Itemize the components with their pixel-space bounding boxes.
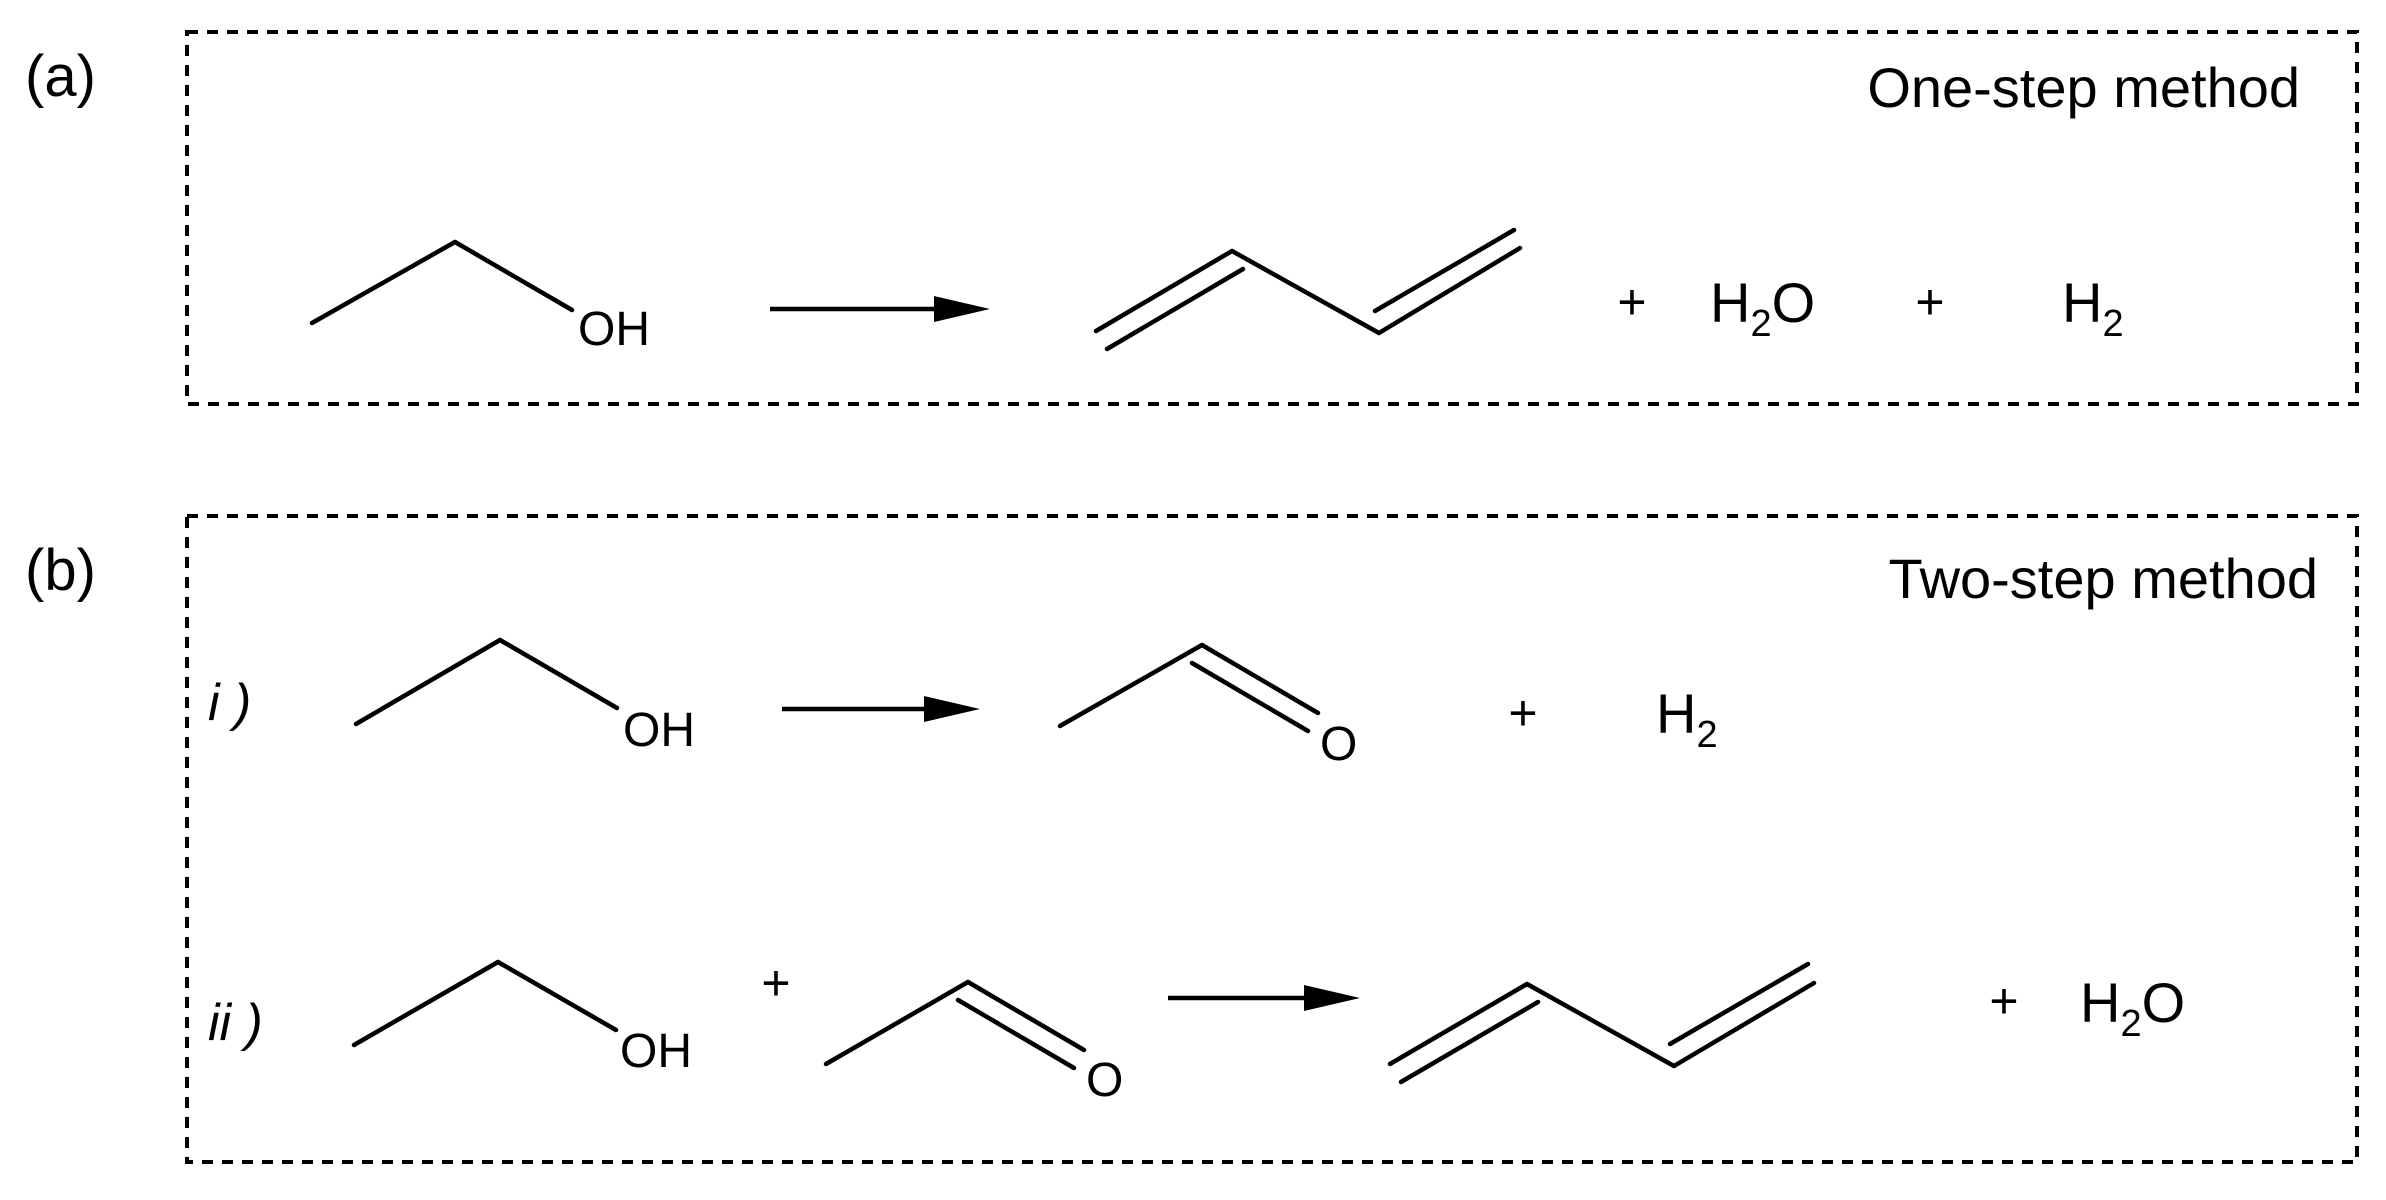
bond <box>1093 248 1235 334</box>
step-2-label: ii ) <box>208 994 263 1052</box>
water-o: O <box>2142 971 2186 1034</box>
water-formula: H2O <box>1710 271 1815 345</box>
panel-b-letter: (b) <box>25 538 96 603</box>
hydrogen-subscript: 2 <box>1696 714 1717 756</box>
bond <box>1398 999 1541 1085</box>
bond <box>1104 266 1246 352</box>
bond <box>1524 981 1677 1069</box>
hydrogen-h: H <box>2062 271 2102 334</box>
bond <box>1376 245 1523 336</box>
carbonyl-oxygen-label: O <box>1086 1054 1123 1107</box>
plus-sign: + <box>1617 274 1646 330</box>
bond <box>1189 660 1311 734</box>
bond <box>1199 642 1321 716</box>
arrowhead <box>934 296 990 322</box>
bond <box>823 979 971 1067</box>
carbonyl-oxygen-label: O <box>1320 718 1357 771</box>
water-formula: H2O <box>2080 971 2185 1045</box>
hydroxyl-label: OH <box>620 1025 692 1078</box>
bond <box>955 997 1077 1071</box>
step-1: i ) OH O + H2 <box>208 637 1718 771</box>
hydroxyl-label: OH <box>623 704 695 757</box>
hydrogen-subscript: 2 <box>2102 303 2123 345</box>
bond <box>1671 980 1817 1069</box>
plus-sign: + <box>1989 973 2018 1029</box>
butadiene-molecule <box>1093 227 1523 352</box>
plus-sign: + <box>1915 274 1944 330</box>
panel-a-letter: (a) <box>25 44 96 109</box>
plus-sign: + <box>761 955 790 1011</box>
bond <box>351 959 501 1048</box>
bond <box>353 637 503 727</box>
step-2: ii ) OH + O + <box>208 955 2185 1107</box>
hydrogen-formula: H2 <box>1656 682 1718 756</box>
water-h: H <box>2080 971 2120 1034</box>
bond <box>965 979 1087 1053</box>
bond <box>1372 227 1517 314</box>
bond <box>1057 642 1205 729</box>
water-subscript: 2 <box>2120 1003 2141 1045</box>
bond <box>1667 961 1811 1047</box>
hydroxyl-label: OH <box>578 303 650 356</box>
ethanol-molecule: OH <box>353 637 695 757</box>
bond <box>497 637 620 711</box>
hydrogen-formula: H2 <box>2062 271 2124 345</box>
hydrogen-h: H <box>1656 682 1696 745</box>
bond <box>1229 248 1382 336</box>
ethanol-molecule: OH <box>309 239 650 356</box>
ethanol-molecule: OH <box>351 959 692 1078</box>
water-h: H <box>1710 271 1750 334</box>
step-1-label: i ) <box>208 674 251 732</box>
arrowhead <box>1304 985 1360 1011</box>
bond <box>452 239 575 313</box>
butadiene-molecule <box>1387 961 1817 1085</box>
bond <box>495 959 619 1033</box>
water-subscript: 2 <box>1750 303 1771 345</box>
panel-a: (a) One-step method OH + H2O + H2 <box>25 30 2359 406</box>
bond <box>309 239 458 326</box>
plus-sign: + <box>1508 685 1537 741</box>
acetaldehyde-molecule: O <box>823 979 1123 1107</box>
bond <box>1387 981 1530 1067</box>
panel-a-method-title: One-step method <box>1867 56 2300 119</box>
panel-b-box <box>185 514 2359 1164</box>
panel-a-box <box>185 30 2359 406</box>
panel-b-method-title: Two-step method <box>1888 547 2318 610</box>
water-o: O <box>1772 271 1816 334</box>
arrowhead <box>924 696 980 722</box>
panel-b: (b) Two-step method i ) OH O + H2 <box>25 514 2359 1164</box>
acetaldehyde-molecule: O <box>1057 642 1357 771</box>
